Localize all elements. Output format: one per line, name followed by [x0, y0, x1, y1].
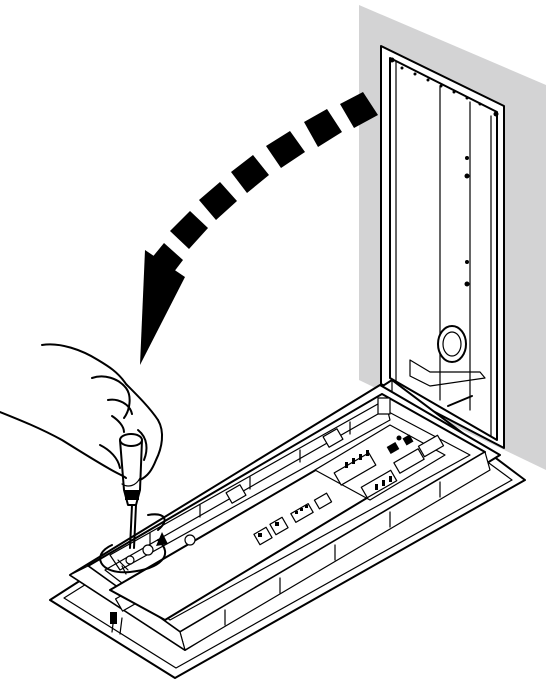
back-box-frame	[380, 45, 505, 449]
hand	[0, 343, 164, 487]
rotation-arrow	[140, 92, 378, 365]
screw-rotation-arc	[99, 513, 168, 574]
screwdriver	[119, 433, 143, 549]
electronic-module	[69, 384, 501, 651]
